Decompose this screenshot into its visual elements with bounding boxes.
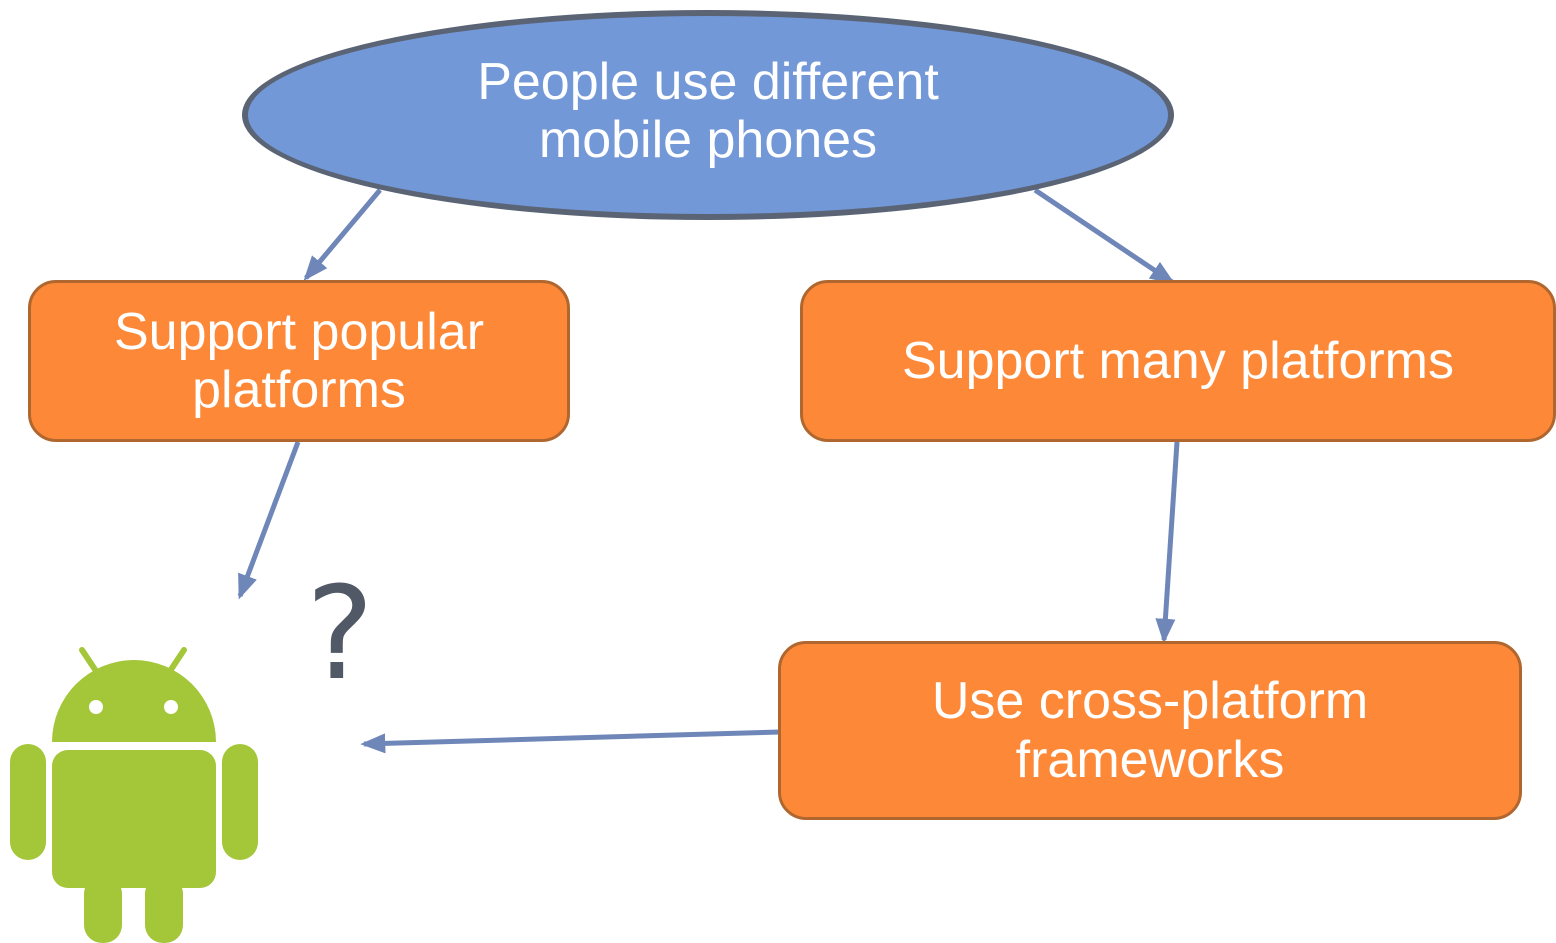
android-robot-icon xyxy=(10,647,258,943)
arrow-root-to-popular xyxy=(303,188,382,281)
support-many-platforms-label: Support many platforms xyxy=(901,331,1455,390)
arrow-root-to-many xyxy=(1033,187,1176,285)
cross-platform-frameworks-box: Use cross-platform frameworks xyxy=(778,641,1522,820)
root-node-label: People use different mobile phones xyxy=(477,52,939,169)
support-popular-platforms-box: Support popular platforms xyxy=(28,280,570,442)
arrow-cross-to-question xyxy=(360,729,781,754)
support-popular-platforms-label: Support popular platforms xyxy=(113,302,485,419)
question-mark: ? xyxy=(306,560,374,709)
root-node-ellipse: People use different mobile phones xyxy=(242,10,1174,220)
arrow-many-to-cross xyxy=(1155,441,1180,644)
support-many-platforms-box: Support many platforms xyxy=(800,280,1556,442)
cross-platform-frameworks-label: Use cross-platform frameworks xyxy=(931,672,1369,789)
arrow-popular-to-android xyxy=(237,441,301,600)
